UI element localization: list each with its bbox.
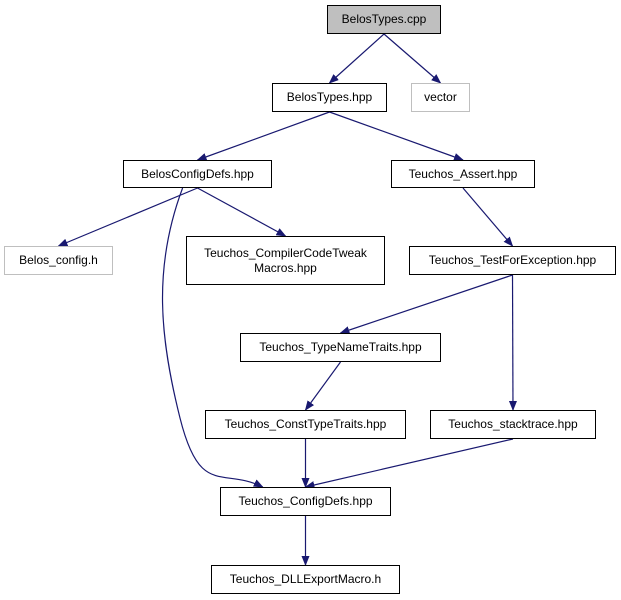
edge-belos_types_cpp-to-vector <box>383 33 442 84</box>
node-belos-types-hpp[interactable]: BelosTypes.hpp <box>272 83 387 112</box>
edge-teuchos_test_for_exception_hpp-to-teuchos_type_name_traits_hpp <box>339 274 513 334</box>
edge-belos_types_cpp-to-belos_types_hpp <box>328 33 385 84</box>
node-teuchos-stacktrace-hpp[interactable]: Teuchos_stacktrace.hpp <box>430 410 596 439</box>
edge-teuchos_test_for_exception_hpp-to-teuchos_stacktrace_hpp <box>508 274 517 411</box>
edge-belos_config_defs_hpp-to-teuchos_config_defs_hpp <box>161 187 264 488</box>
edge-teuchos_assert_hpp-to-teuchos_test_for_exception_hpp <box>462 187 514 247</box>
node-teuchos-compiler-code-tweak-macros-hpp[interactable]: Teuchos_CompilerCodeTweak Macros.hpp <box>186 236 385 285</box>
node-belos-config-h[interactable]: Belos_config.h <box>4 246 113 275</box>
node-teuchos-const-type-traits-hpp[interactable]: Teuchos_ConstTypeTraits.hpp <box>205 410 406 439</box>
node-belos-types-cpp[interactable]: BelosTypes.cpp <box>327 5 441 34</box>
node-teuchos-test-for-exception-hpp[interactable]: Teuchos_TestForException.hpp <box>409 246 616 275</box>
node-vector[interactable]: vector <box>411 83 470 112</box>
edge-teuchos_stacktrace_hpp-to-teuchos_config_defs_hpp <box>304 438 514 489</box>
edge-belos_types_hpp-to-belos_config_defs_hpp <box>196 111 330 161</box>
edge-belos_config_defs_hpp-to-belos_config_h <box>57 187 198 247</box>
node-teuchos-assert-hpp[interactable]: Teuchos_Assert.hpp <box>391 160 535 188</box>
edge-teuchos_type_name_traits_hpp-to-teuchos_const_type_traits_hpp <box>304 361 341 411</box>
edge-belos_types_hpp-to-teuchos_assert_hpp <box>329 111 464 161</box>
edge-belos_config_defs_hpp-to-teuchos_compiler_code_tweak_macros_hpp <box>197 187 287 237</box>
node-teuchos-dll-export-macro-h[interactable]: Teuchos_DLLExportMacro.h <box>211 565 400 594</box>
node-belos-config-defs-hpp[interactable]: BelosConfigDefs.hpp <box>123 160 272 188</box>
node-teuchos-config-defs-hpp[interactable]: Teuchos_ConfigDefs.hpp <box>220 487 391 516</box>
node-teuchos-type-name-traits-hpp[interactable]: Teuchos_TypeNameTraits.hpp <box>240 333 441 362</box>
